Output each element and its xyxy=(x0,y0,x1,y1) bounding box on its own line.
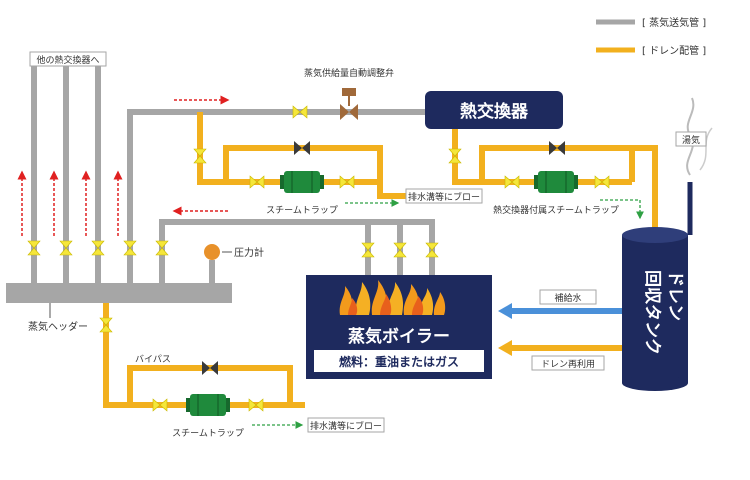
hx-steam-trap-label: 熱交換器付属スチームトラップ xyxy=(493,204,619,216)
drain-reuse-box xyxy=(531,355,605,371)
makeup-water-label: 補給水 xyxy=(554,292,581,304)
bottom-blow-label: 排水溝等にブロー xyxy=(310,420,382,432)
upper-trap-valve-left xyxy=(249,175,265,189)
pressure-gauge-icon xyxy=(204,244,220,260)
steam-flow-arrows xyxy=(17,95,230,236)
upper-bypass-valve xyxy=(294,141,310,155)
upper-trap-valve-right xyxy=(339,175,355,189)
bottom-blow-box xyxy=(307,417,385,433)
fuel-box xyxy=(314,350,484,372)
hx-bypass-valve xyxy=(549,141,565,155)
bypass-label: バイパス xyxy=(135,354,171,365)
hx-blow-arrow xyxy=(600,199,644,220)
hx-trap-valve-right xyxy=(594,175,610,189)
boiler-label: 蒸気ボイラー xyxy=(348,326,450,347)
legend-drain-label: [ ドレン配管 ] xyxy=(642,44,706,57)
bypass-valve xyxy=(202,361,218,375)
legend-steam-label: [ 蒸気送気管 ] xyxy=(642,16,706,29)
steam-header xyxy=(6,283,232,303)
heat-exchanger-box xyxy=(425,91,563,129)
upper-steam-trap-icon xyxy=(279,170,325,194)
auto-valve-label: 蒸気供給量自動調整弁 xyxy=(304,67,394,79)
bottom-steam-trap-icon xyxy=(185,393,231,417)
bottom-steam-trap-label: スチームトラップ xyxy=(172,428,244,439)
other-exchangers-label: 他の熱交換器へ xyxy=(36,54,99,66)
pressure-gauge-label: 圧力計 xyxy=(234,246,264,259)
flame-icon xyxy=(339,280,446,315)
tank-label-line1: ドレン xyxy=(665,270,685,321)
steam-pipes xyxy=(31,66,435,285)
hx-trap-valve-left xyxy=(504,175,520,189)
exhaust-label: 湯気 xyxy=(682,134,700,146)
upper-blow-label: 排水溝等にブロー xyxy=(408,191,480,203)
header-label: 蒸気ヘッダー xyxy=(28,320,88,333)
auto-regulator-valve xyxy=(340,88,358,120)
exhaust-box xyxy=(675,131,707,147)
heat-exchanger-label: 熱交換器 xyxy=(460,101,529,122)
bottom-trap-valve-right xyxy=(248,398,264,412)
upper-blow-box xyxy=(405,188,483,204)
bottom-trap-valve-left xyxy=(152,398,168,412)
makeup-water-box xyxy=(539,289,597,305)
drain-recovery-tank: ドレン 回収タンク xyxy=(622,227,688,391)
legend: [ 蒸気送気管 ] [ ドレン配管 ] xyxy=(596,16,706,57)
other-exchangers-box xyxy=(29,51,107,67)
steam-boiler: 蒸気ボイラー 燃料：重油またはガス xyxy=(306,275,492,379)
upper-drain-valve xyxy=(193,148,207,164)
fuel-label: 燃料：重油またはガス xyxy=(339,354,459,369)
upper-steam-trap-label: スチームトラップ xyxy=(266,205,338,216)
drain-reuse-arrow xyxy=(498,340,512,356)
top-steam-valve xyxy=(292,105,308,119)
makeup-water-arrow xyxy=(498,303,512,319)
tank-label-line2: 回収タンク xyxy=(642,270,662,355)
drain-reuse-label: ドレン再利用 xyxy=(541,358,595,370)
hx-drain-valve xyxy=(448,148,462,164)
hx-steam-trap-icon xyxy=(533,170,579,194)
